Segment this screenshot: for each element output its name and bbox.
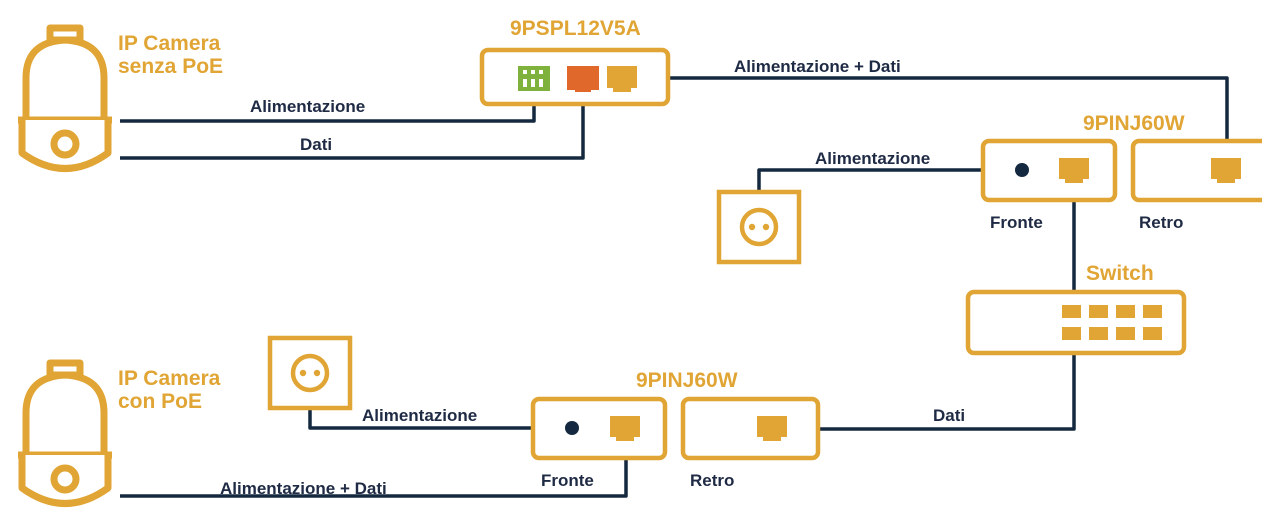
switch-title: Switch xyxy=(1086,262,1154,285)
switch-box xyxy=(965,289,1187,356)
dc-jack-icon xyxy=(567,66,599,92)
switch-port-icon xyxy=(1116,305,1135,318)
bottom-power-data-label: Alimentazione + Dati xyxy=(220,479,387,498)
bottom-back-label: Retro xyxy=(690,471,734,490)
right-front-label: Fronte xyxy=(990,213,1043,232)
splitter-title: 9PSPL12V5A xyxy=(510,17,641,40)
wire-top-data xyxy=(120,90,585,160)
bottom-camera-title-line2: con PoE xyxy=(118,390,202,413)
top-camera: IP Camera senza PoE xyxy=(18,24,223,172)
wire-outlet-to-injector-top xyxy=(757,168,1022,190)
power-outlet-icon xyxy=(267,335,353,411)
terminal-block-icon xyxy=(518,66,550,91)
top-camera-title-line2: senza PoE xyxy=(118,55,223,78)
bottom-camera: IP Camera con PoE xyxy=(18,359,221,507)
switch-port-icon xyxy=(1062,305,1081,318)
top-power-label: Alimentazione xyxy=(250,97,365,116)
ethernet-port-icon xyxy=(607,66,637,92)
bottom-injector-front-box xyxy=(530,396,668,461)
right-injector-title: 9PINJ60W xyxy=(1083,112,1185,135)
switch-port-icon xyxy=(1143,327,1162,340)
right-back-label: Retro xyxy=(1139,213,1183,232)
power-outlet-icon xyxy=(716,189,802,265)
dc-input-dot-icon xyxy=(1015,163,1029,177)
ethernet-port-icon xyxy=(610,416,640,441)
top-data-label: Dati xyxy=(300,135,332,154)
switch-port-icon xyxy=(1143,305,1162,318)
right-injector-back-box xyxy=(1130,138,1262,203)
wire-switch-to-injector-bottom xyxy=(772,325,1076,431)
bottom-power-label: Alimentazione xyxy=(362,406,477,425)
ethernet-port-icon xyxy=(757,416,787,441)
switch-port-icon xyxy=(1089,327,1108,340)
splitter-to-injector-label: Alimentazione + Dati xyxy=(734,57,901,76)
camera-icon xyxy=(18,24,112,172)
bottom-injector-back-box xyxy=(680,396,821,461)
right-injector-front-box xyxy=(980,138,1118,203)
ethernet-port-icon xyxy=(1059,158,1089,183)
dc-input-dot-icon xyxy=(565,421,579,435)
wire-splitter-to-injector xyxy=(622,76,1229,165)
ethernet-port-icon xyxy=(1211,158,1241,183)
bottom-camera-title-line1: IP Camera xyxy=(118,367,221,390)
bottom-front-label: Fronte xyxy=(541,471,594,490)
switch-port-icon xyxy=(1062,327,1081,340)
switch-port-icon xyxy=(1116,327,1135,340)
right-power-label: Alimentazione xyxy=(815,149,930,168)
top-camera-title-line1: IP Camera xyxy=(118,32,221,55)
camera-icon xyxy=(18,359,112,507)
bottom-injector-title: 9PINJ60W xyxy=(636,369,738,392)
switch-port-icon xyxy=(1089,305,1108,318)
bottom-data-label: Dati xyxy=(933,406,965,425)
switch-ports xyxy=(1062,305,1162,340)
